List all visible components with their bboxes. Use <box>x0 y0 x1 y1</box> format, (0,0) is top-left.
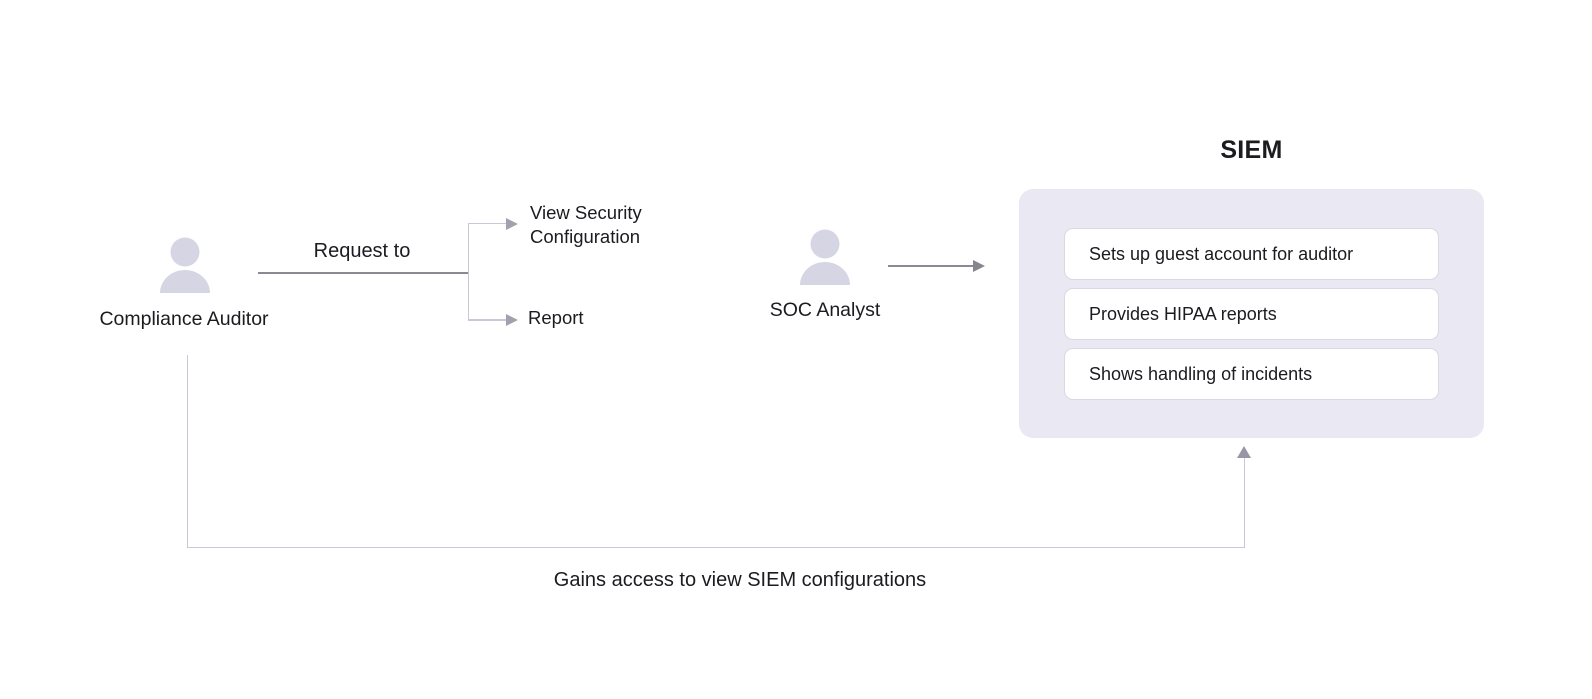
compliance-auditor-label: Compliance Auditor <box>99 308 269 330</box>
feedback-left-vertical-line <box>186 355 188 547</box>
siem-capability-card: Sets up guest account for auditor <box>1064 228 1439 280</box>
feedback-right-vertical-line <box>1243 457 1245 548</box>
siem-title: SIEM <box>1220 136 1283 164</box>
arrow-right-icon <box>506 217 518 230</box>
soc-analyst-label: SOC Analyst <box>769 299 881 321</box>
soc-analyst-person-icon <box>797 229 853 285</box>
arrow-up-icon <box>1237 446 1251 458</box>
siem-capability-card: Shows handling of incidents <box>1064 348 1439 400</box>
request-connector-line <box>258 272 468 274</box>
compliance-auditor-person-icon <box>157 237 213 293</box>
branch-top-line <box>468 222 506 224</box>
siem-capability-card: Provides HIPAA reports <box>1064 288 1439 340</box>
arrow-right-icon <box>973 260 985 272</box>
branch-vertical-line <box>467 223 469 320</box>
view-security-configuration-label: View Security Configuration <box>530 202 642 247</box>
request-to-label: Request to <box>313 240 411 262</box>
feedback-label: Gains access to view SIEM configurations <box>553 569 927 591</box>
arrow-right-icon <box>506 314 518 326</box>
feedback-bottom-line <box>186 546 1245 548</box>
soc-to-siem-line <box>888 265 974 267</box>
siem-panel: Sets up guest account for auditor Provid… <box>1019 189 1484 438</box>
report-label: Report <box>528 307 584 328</box>
branch-bottom-line <box>468 319 506 321</box>
